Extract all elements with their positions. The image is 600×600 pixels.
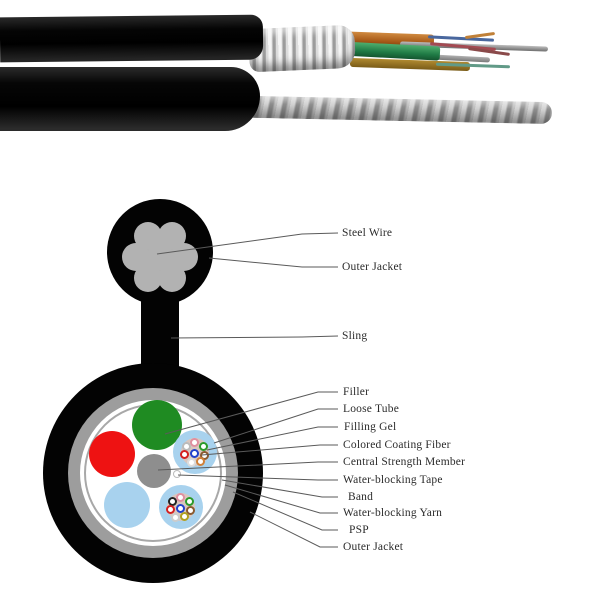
colored-fiber [180,512,189,521]
leader-line-water-blocking-yarn [224,484,338,514]
steel-wire [134,222,162,250]
leader-line-steel-wire [156,232,339,255]
loose-tube-bottom-left [104,482,150,528]
label-steel-wire: Steel Wire [342,227,393,239]
steel-wire [158,222,186,250]
colored-fiber [187,458,196,467]
colored-fiber [190,438,199,447]
colored-fiber [186,506,195,515]
colored-fiber [185,497,194,506]
label-water-blocking-yarn: Water-blocking Yarn [343,507,443,519]
colored-fiber [176,504,185,513]
filler-rod-green [132,400,182,450]
label-outer-jacket-top: Outer Jacket [342,261,403,273]
colored-fiber [176,493,185,502]
colored-fiber [190,449,199,458]
sling-web [141,296,179,368]
leader-line-central-strength-member [157,461,338,471]
photo-bottom-cable-jacket [0,67,260,131]
leader-line-band [221,479,338,498]
filler-rod-red [89,431,135,477]
leader-line-psp [232,491,338,531]
colored-fiber [171,513,180,522]
label-colored-coating-fiber: Colored Coating Fiber [343,439,451,451]
leader-line-colored-coating-fiber [201,444,338,456]
central-strength-member [137,454,171,488]
steel-wire [134,264,162,292]
leader-line-sling [170,335,339,339]
label-water-blocking-tape: Water-blocking Tape [343,474,443,486]
label-psp: PSP [349,524,369,536]
colored-fiber [180,450,189,459]
label-band: Band [348,491,374,503]
colored-fiber [196,457,205,466]
label-filler: Filler [343,386,370,398]
label-central-strength-member: Central Strength Member [343,456,466,468]
leader-line-loose-tube [213,408,338,444]
cable-photo [0,0,600,150]
cross-section-diagram [0,190,600,600]
leader-line-outer-jacket-top [208,257,338,268]
water-blocking-tape-dot [173,470,181,478]
steel-wire [158,264,186,292]
colored-fiber [166,505,175,514]
label-filling-gel: Filling Gel [344,421,397,433]
leader-line-water-blocking-tape [177,474,338,481]
leader-line-filler [164,391,338,435]
label-sling: Sling [342,330,368,342]
colored-fiber [199,442,208,451]
label-outer-jacket-bottom: Outer Jacket [343,541,404,553]
label-loose-tube: Loose Tube [343,403,399,415]
leader-line-outer-jacket-bottom [249,511,338,548]
leader-line-filling-gel [206,426,338,451]
